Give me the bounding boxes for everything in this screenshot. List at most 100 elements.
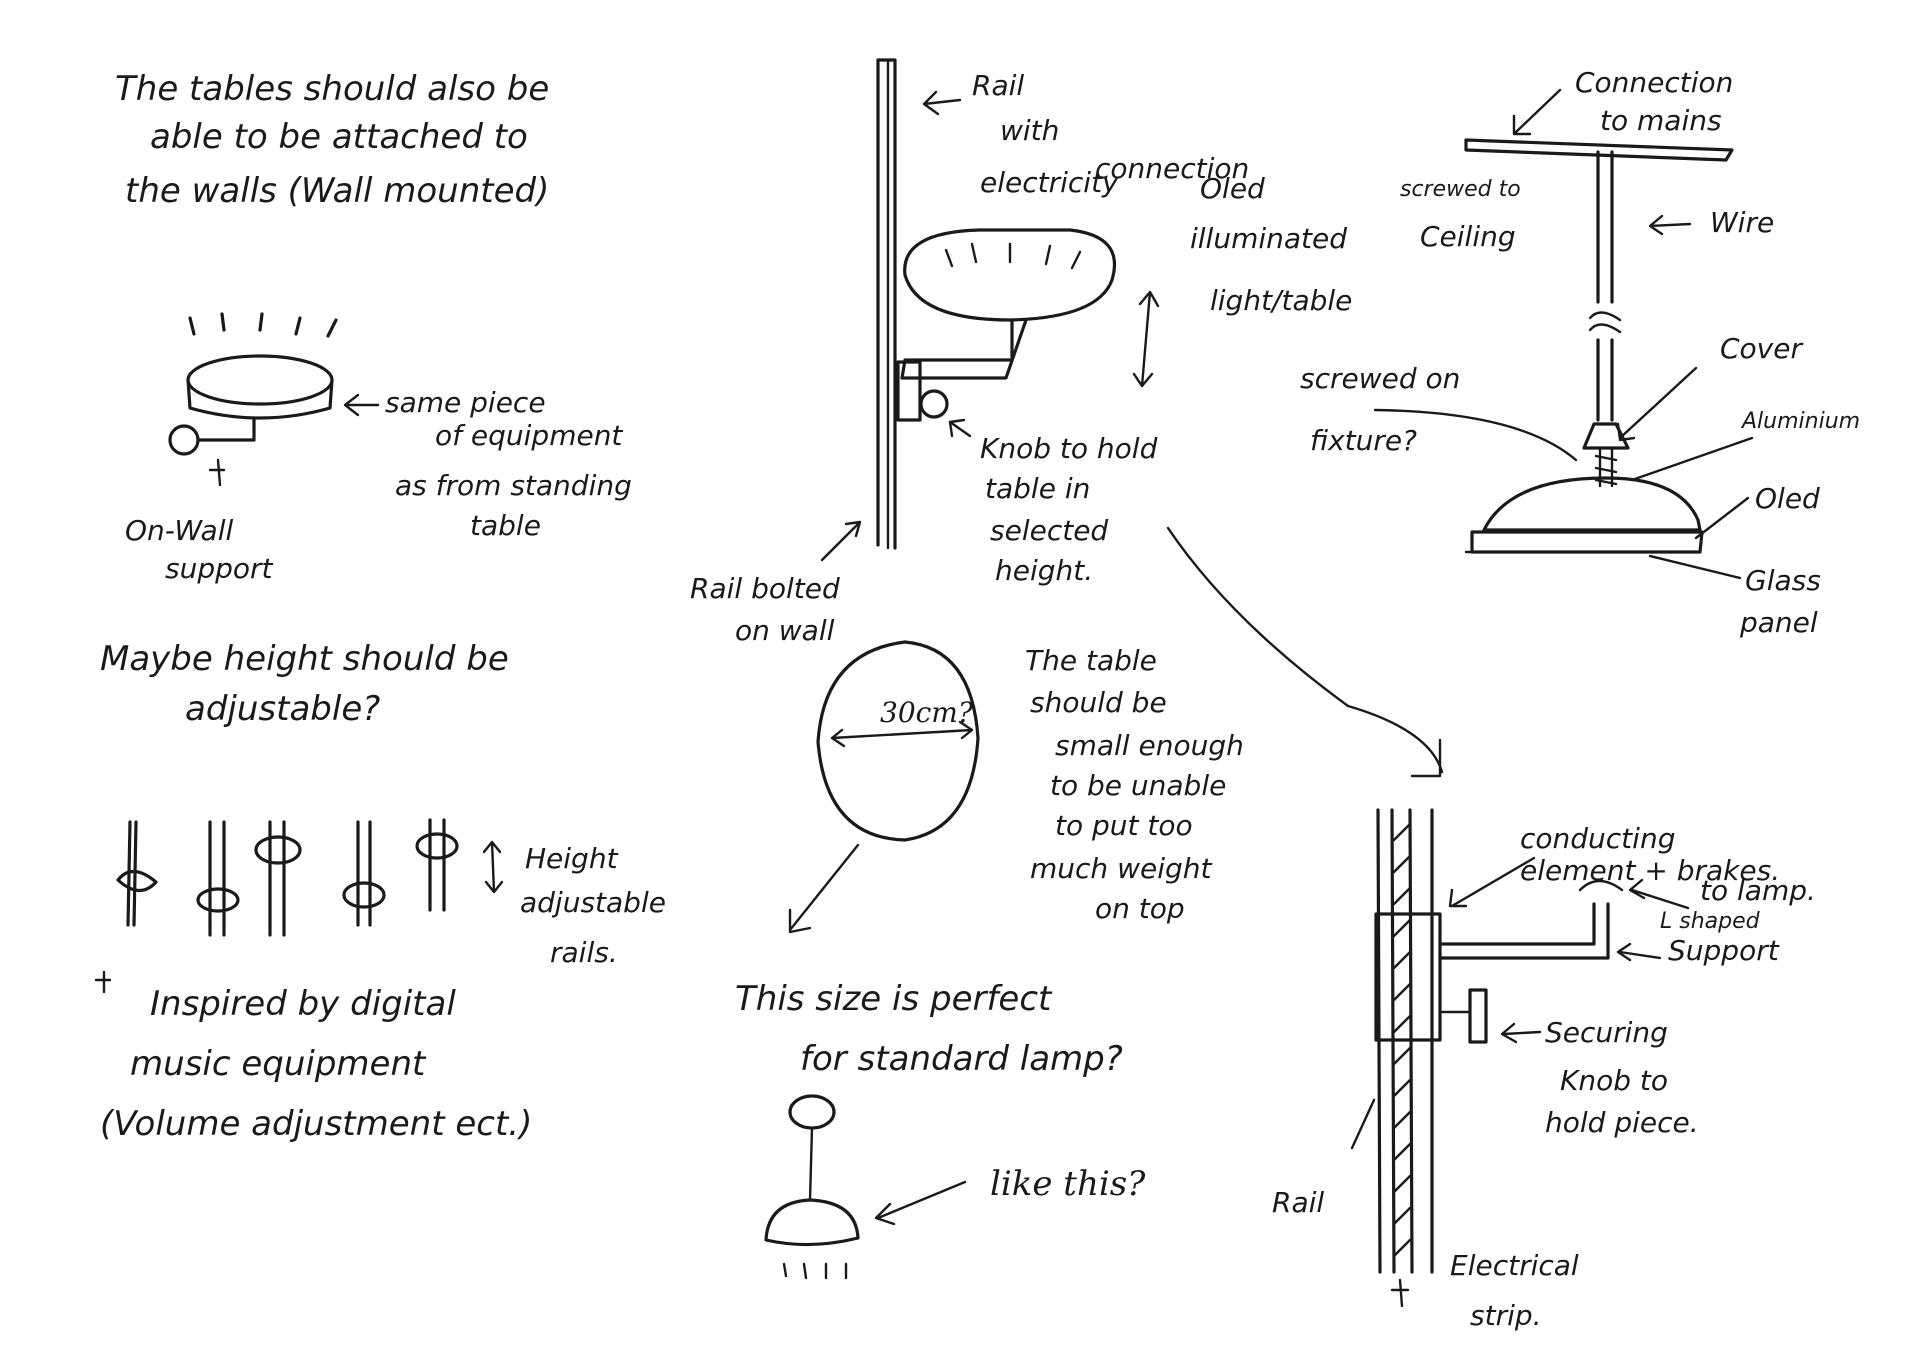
on-wall-note: On-Wall support xyxy=(125,514,274,585)
oled-panel xyxy=(1470,530,1704,554)
vertical-arrow xyxy=(1132,290,1160,388)
rail-pointer xyxy=(1350,1098,1376,1150)
conducting-line-1: conducting xyxy=(1520,822,1675,855)
conducting-line-2: element + brakes. xyxy=(1520,854,1780,887)
knob-hold-line-4: height. xyxy=(995,554,1093,587)
height-knob xyxy=(919,389,949,419)
size-arrow xyxy=(788,843,860,934)
oled-table-line-3: light/table xyxy=(1210,284,1352,317)
lamp-shade xyxy=(764,1198,860,1247)
table-small-line-2: should be xyxy=(1030,686,1167,719)
maybe-height-line-1: Maybe height should be xyxy=(100,639,509,679)
securing-line-2: Knob to xyxy=(1560,1064,1668,1097)
maybe-height-note: Maybe height should be adjustable? xyxy=(100,639,509,729)
securing-knob xyxy=(1468,988,1488,1044)
wall-support-knob xyxy=(168,424,200,456)
connection-mains-line-2: to mains xyxy=(1600,104,1722,137)
inspired-note: Inspired by digital music equipment (Vol… xyxy=(100,984,532,1144)
slider-knob-3 xyxy=(254,835,302,865)
table-small-line-4: to be unable xyxy=(1050,769,1226,802)
dimension-label: 30cm? xyxy=(880,696,974,729)
hanging-wire xyxy=(1596,150,1614,304)
table-top xyxy=(186,354,334,406)
wire-arrow xyxy=(1648,214,1692,236)
oled-table-line-1: Oled xyxy=(1200,172,1265,205)
support-label: Support xyxy=(1668,934,1780,967)
glass-pointer xyxy=(1648,554,1742,580)
lamp-wire xyxy=(808,1126,814,1202)
bolted-arrow xyxy=(820,520,862,562)
knob-hold-note: Knob to hold table in selected height. xyxy=(980,432,1158,587)
fixture-pointer xyxy=(1373,408,1578,462)
rail-detail-sketch xyxy=(1350,808,1690,1308)
rail-clamp xyxy=(896,360,922,422)
cover-screw xyxy=(1594,446,1618,488)
screwed-ceiling-line-1: screwed to xyxy=(1400,177,1521,202)
table-small-line-6: much weight xyxy=(1030,852,1212,885)
slider-rails-sketch xyxy=(94,818,504,994)
inspired-line-3: (Volume adjustment ect.) xyxy=(100,1104,532,1144)
rail-elec-line-1: Rail xyxy=(972,69,1024,102)
on-wall-line-1: On-Wall xyxy=(125,514,233,547)
height-rails-note: Height adjustable rails. xyxy=(520,842,666,969)
table-circle xyxy=(816,640,980,842)
table-small-line-3: small enough xyxy=(1055,729,1244,762)
lamp-housing xyxy=(1482,476,1702,532)
electrical-strip-line-2: strip. xyxy=(1470,1299,1542,1332)
same-piece-note: same piece of equipment as from standing… xyxy=(385,386,632,542)
conducting-arrow xyxy=(1448,856,1536,908)
ceiling-plate xyxy=(1464,138,1734,162)
lamp-top xyxy=(788,1094,836,1130)
table-body xyxy=(186,378,334,420)
slider-knob-1 xyxy=(116,869,158,893)
connection-mains-line-1: Connection xyxy=(1575,66,1733,99)
l-support xyxy=(1438,902,1610,960)
table-small-line-7: on top xyxy=(1095,892,1185,925)
wire-break xyxy=(1588,311,1622,334)
slider-knob-4 xyxy=(342,881,386,909)
lamp-cap xyxy=(1578,879,1624,892)
oled-pointer xyxy=(1694,496,1750,540)
securing-line-3: hold piece. xyxy=(1545,1106,1699,1139)
ceiling-lamp-labels: Connection to mains screwed to Ceiling W… xyxy=(1300,66,1860,639)
rail-bolted-line-2: on wall xyxy=(735,614,835,647)
oled-rays xyxy=(944,242,1082,270)
table-small-line-5: to put too xyxy=(1055,809,1193,842)
knob-hold-line-2: table in xyxy=(985,472,1090,505)
slider-rail-3 xyxy=(268,820,286,937)
knob-hold-line-1: Knob to hold xyxy=(980,432,1158,465)
wall-rail-sketch xyxy=(820,58,1160,562)
size-perfect-line-1: This size is perfect xyxy=(735,979,1053,1019)
rail-bolted-note: Rail bolted on wall xyxy=(690,572,840,647)
cover-label: Cover xyxy=(1720,332,1803,365)
lamp-rays xyxy=(782,1262,848,1280)
slider-knob-2 xyxy=(196,887,240,913)
cover-arrow xyxy=(1616,366,1698,442)
table-size-sketch: 30cm? xyxy=(788,640,980,934)
rail-bolted-line-1: Rail bolted xyxy=(690,572,840,605)
rail-elec-line-2: with xyxy=(1000,114,1059,147)
detail-connector-arrow xyxy=(1166,526,1444,778)
rail-elec-line-3: electricity xyxy=(980,166,1119,199)
wire-label: Wire xyxy=(1710,206,1774,239)
inspired-line-1: Inspired by digital xyxy=(150,984,456,1024)
aluminium-pointer xyxy=(1630,436,1754,482)
rail-arrow xyxy=(922,90,962,116)
oled-table-note: Oled illuminated light/table xyxy=(1190,172,1352,317)
on-wall-line-2: support xyxy=(165,552,274,585)
screwed-fixture-line-2: fixture? xyxy=(1310,424,1417,457)
wall-note-line-1: The tables should also be xyxy=(115,69,549,109)
like-this-arrow xyxy=(874,1180,967,1226)
light-rays xyxy=(188,312,338,338)
slider-knob-5 xyxy=(415,832,459,860)
electrical-strip-line-1: Electrical xyxy=(1450,1249,1579,1282)
rail-elec-line-4: connection xyxy=(1095,152,1249,185)
on-wall-pointer xyxy=(208,458,226,487)
sliding-element xyxy=(1374,912,1442,1042)
aluminium-label: Aluminium xyxy=(1740,409,1860,434)
strip-pointer xyxy=(1390,1278,1410,1308)
slider-rail-4 xyxy=(356,820,372,927)
glass-panel-line-2: panel xyxy=(1739,606,1818,639)
oled-table-line-2: illuminated xyxy=(1190,222,1347,255)
